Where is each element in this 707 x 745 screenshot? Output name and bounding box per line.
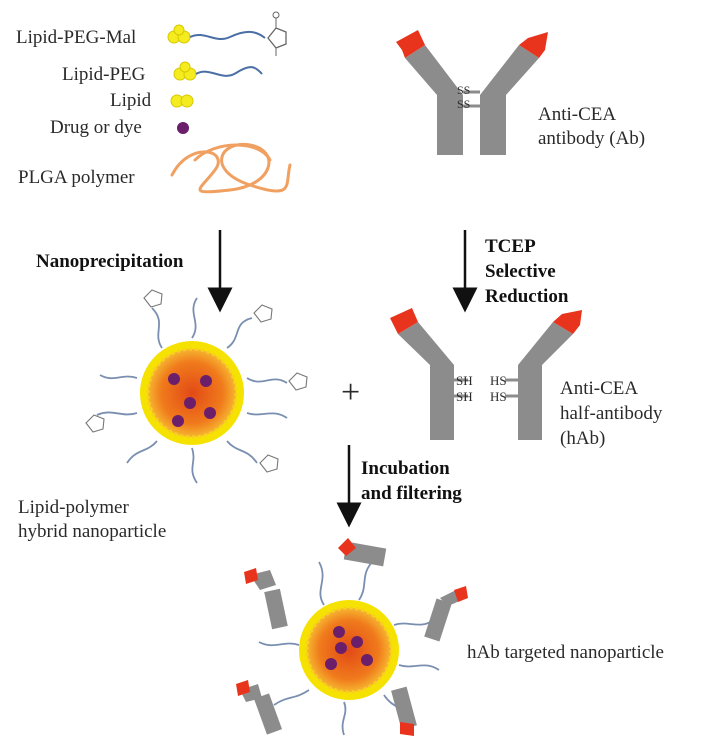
sh-label-2: SH	[456, 389, 473, 404]
label-lipid: Lipid	[110, 90, 152, 111]
step-incubation-line1: Incubation	[361, 458, 450, 479]
targeted-nanoparticle	[258, 559, 440, 736]
attached-hab-top-left	[244, 568, 288, 630]
label-lipid-peg-mal: Lipid-PEG-Mal	[16, 27, 137, 48]
sh-label-1: SH	[456, 373, 473, 388]
label-drug-or-dye: Drug or dye	[50, 117, 142, 138]
attached-hab-bottom-right	[391, 686, 417, 736]
full-antibody-icon	[396, 30, 548, 155]
legend-lipid-peg-icon	[173, 61, 263, 81]
legend-lipid-peg-mal-icon	[167, 11, 287, 56]
half-antibody-name-line2: half-antibody	[560, 403, 663, 424]
half-antibody-right-icon	[505, 310, 582, 440]
step-nanoprecipitation: Nanoprecipitation	[36, 251, 184, 272]
plus-sign: +	[341, 374, 361, 411]
step-tcep-line3: Reduction	[485, 286, 569, 307]
legend-plga-icon	[170, 142, 292, 194]
legend-lipid-icon	[170, 94, 194, 108]
step-tcep-line1: TCEP	[485, 236, 536, 257]
nanoparticle-name-line2: hybrid nanoparticle	[18, 521, 167, 542]
label-plga-polymer: PLGA polymer	[18, 167, 135, 188]
step-tcep-line2: Selective	[485, 261, 556, 282]
disulfide-label-1: SS	[457, 83, 471, 97]
attached-hab-right	[424, 586, 468, 642]
half-antibody-left-icon	[390, 308, 468, 440]
legend-drug-dot-icon	[177, 122, 189, 134]
step-incubation-line2: and filtering	[361, 483, 462, 504]
disulfide-label-2: SS	[457, 97, 471, 111]
attached-hab-bottom-left	[236, 680, 283, 735]
hs-label-2: HS	[490, 389, 507, 404]
hybrid-nanoparticle	[85, 289, 308, 484]
label-lipid-peg: Lipid-PEG	[62, 64, 146, 85]
half-antibody-name-line1: Anti-CEA	[560, 378, 639, 399]
targeted-nanoparticle-label: hAb targeted nanoparticle	[467, 642, 664, 663]
attached-hab-top	[338, 538, 387, 567]
antibody-name-line1: Anti-CEA	[538, 104, 617, 125]
half-antibody-name-line3: (hAb)	[560, 428, 606, 449]
hs-label-1: HS	[490, 373, 507, 388]
antibody-name-line2: antibody (Ab)	[538, 128, 646, 149]
nanoparticle-name-line1: Lipid-polymer	[18, 497, 129, 518]
